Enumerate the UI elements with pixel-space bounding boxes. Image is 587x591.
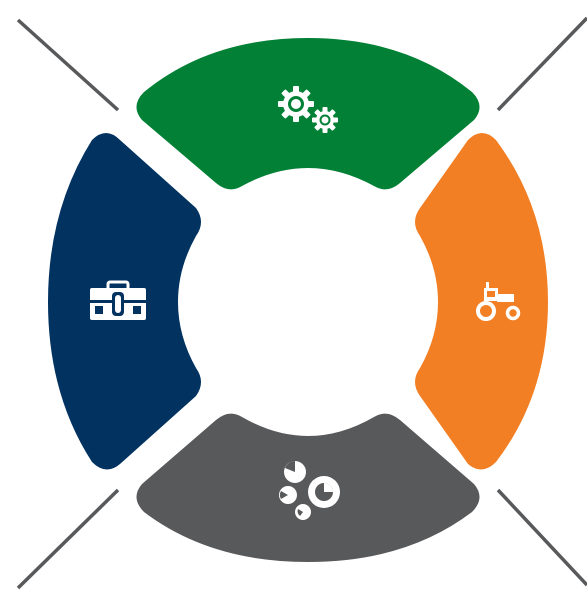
segment-bottom-shape[interactable] [136,413,480,562]
connector-line-top-right [496,16,587,112]
connector-line-top-left [16,18,120,112]
toolbox-icon [90,280,146,320]
connector-lines [16,16,587,590]
segment-right-shape[interactable] [415,133,548,470]
segment-right[interactable] [415,133,548,470]
segment-top[interactable] [136,38,480,190]
pie-chart-icon [279,461,340,520]
connector-line-bottom-left [16,488,120,590]
connector-line-bottom-right [496,488,587,587]
segment-bottom[interactable] [136,413,480,562]
tractor-icon [476,282,521,321]
segment-left[interactable] [48,133,201,470]
gears-icon [278,86,338,133]
